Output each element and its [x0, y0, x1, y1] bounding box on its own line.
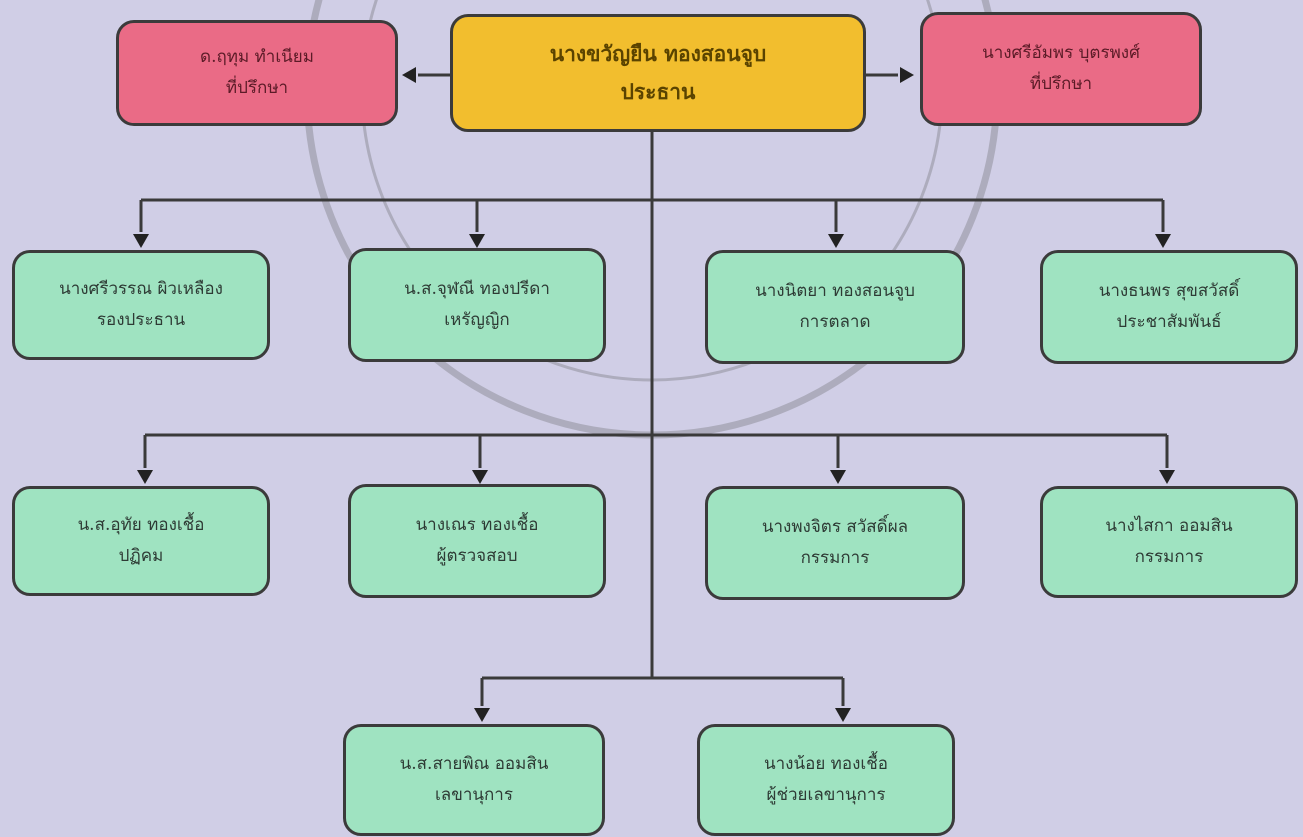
member-box-auditor: นางเณร ทองเชื้อ ผู้ตรวจสอบ — [348, 484, 606, 598]
member-role: ผู้ช่วยเลขานุการ — [766, 785, 886, 805]
arrowhead-down — [472, 470, 488, 484]
advisor-left-name: ด.ฤทุม ทำเนียม — [200, 47, 314, 68]
member-name: นางไสกา ออมสิน — [1105, 516, 1233, 537]
advisor-box-left: ด.ฤทุม ทำเนียม ที่ปรึกษา — [116, 20, 398, 126]
arrowhead-down — [474, 708, 490, 722]
advisor-right-name: นางศรีอัมพร บุตรพงศ์ — [982, 43, 1140, 64]
connector-lines — [133, 67, 1175, 722]
member-name: น.ส.สายพิณ ออมสิน — [399, 754, 549, 775]
arrowhead-down — [835, 708, 851, 722]
member-box-secretary: น.ส.สายพิณ ออมสิน เลขานุการ — [343, 724, 605, 836]
member-name: นางธนพร สุขสวัสดิ์ — [1098, 281, 1240, 302]
member-box-public-relations: นางธนพร สุขสวัสดิ์ ประชาสัมพันธ์ — [1040, 250, 1298, 364]
chair-box: นางขวัญยืน ทองสอนจูบ ประธาน — [450, 14, 866, 132]
member-box-vice-chair: นางศรีวรรณ ผิวเหลือง รองประธาน — [12, 250, 270, 360]
member-box-marketing: นางนิตยา ทองสอนจูบ การตลาด — [705, 250, 965, 364]
chair-role: ประธาน — [620, 79, 696, 104]
arrowhead-right — [900, 67, 914, 83]
member-name: น.ส.อุทัย ทองเชื้อ — [77, 515, 205, 536]
member-box-committee-2: นางไสกา ออมสิน กรรมการ — [1040, 486, 1298, 598]
member-role: กรรมการ — [1134, 547, 1204, 567]
member-box-assistant-secretary: นางน้อย ทองเชื้อ ผู้ช่วยเลขานุการ — [697, 724, 955, 836]
member-box-reception: น.ส.อุทัย ทองเชื้อ ปฏิคม — [12, 486, 270, 596]
member-role: ผู้ตรวจสอบ — [436, 546, 518, 566]
member-name: นางศรีวรรณ ผิวเหลือง — [59, 279, 223, 300]
member-name: นางพงจิตร สวัสดิ์ผล — [761, 517, 909, 538]
arrowhead-down — [830, 470, 846, 484]
member-role: เลขานุการ — [435, 785, 513, 805]
member-name: นางเณร ทองเชื้อ — [415, 515, 539, 536]
arrowhead-down — [1159, 470, 1175, 484]
member-box-committee-1: นางพงจิตร สวัสดิ์ผล กรรมการ — [705, 486, 965, 600]
member-role: ประชาสัมพันธ์ — [1116, 312, 1222, 332]
member-role: เหรัญญิก — [444, 310, 510, 330]
advisor-right-role: ที่ปรึกษา — [1029, 74, 1093, 94]
member-role: กรรมการ — [800, 548, 870, 568]
arrowhead-down — [133, 234, 149, 248]
arrowhead-down — [828, 234, 844, 248]
member-name: น.ส.จุฬณี ทองปรีดา — [404, 279, 550, 300]
advisor-box-right: นางศรีอัมพร บุตรพงศ์ ที่ปรึกษา — [920, 12, 1202, 126]
chair-name: นางขวัญยืน ทองสอนจูบ — [549, 41, 767, 67]
advisor-left-role: ที่ปรึกษา — [225, 78, 289, 98]
arrowhead-left — [402, 67, 416, 83]
member-name: นางนิตยา ทองสอนจูบ — [755, 281, 915, 302]
member-box-treasurer: น.ส.จุฬณี ทองปรีดา เหรัญญิก — [348, 248, 606, 362]
arrowhead-down — [1155, 234, 1171, 248]
member-role: ปฏิคม — [118, 546, 164, 566]
member-name: นางน้อย ทองเชื้อ — [764, 754, 888, 775]
arrowhead-down — [137, 470, 153, 484]
member-role: การตลาด — [799, 312, 871, 332]
arrowhead-down — [469, 234, 485, 248]
member-role: รองประธาน — [96, 310, 186, 330]
